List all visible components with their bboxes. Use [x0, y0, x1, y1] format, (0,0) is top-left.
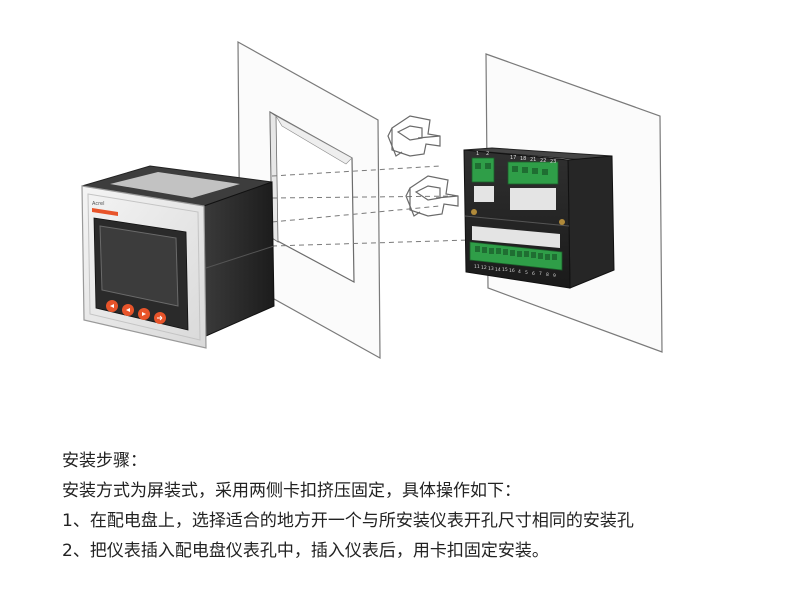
rear-number: 12 — [481, 265, 487, 271]
rear-number: 15 — [502, 267, 508, 273]
rear-number: 17 — [510, 155, 516, 161]
terminal-comm: 17 18 21 22 23 — [508, 155, 558, 210]
rear-number: 5 — [525, 270, 528, 276]
rear-screw-right — [559, 219, 565, 225]
meter-body — [204, 182, 274, 336]
instructions-line-1: 安装方式为屏装式，采用两侧卡扣挤压固定，具体操作如下： — [62, 476, 782, 506]
rear-screw-left — [471, 209, 477, 215]
rear-number: 16 — [509, 268, 515, 274]
mounting-clip-lower — [406, 176, 458, 216]
rear-number: 13 — [488, 266, 494, 272]
rear-number: 11 — [474, 264, 480, 270]
meter-front-view: Acrel — [82, 166, 274, 348]
instructions-heading: 安装步骤： — [62, 446, 782, 476]
instructions-step-1: 1、在配电盘上，选择适合的地方开一个与所安装仪表开孔尺寸相同的安装孔 — [62, 506, 782, 536]
front-brand-label: Acrel — [92, 201, 105, 207]
rear-number: 18 — [520, 156, 526, 162]
meter-rear-view: 1 2 17 18 21 22 23 — [464, 148, 614, 288]
installation-diagram: Acrel — [0, 0, 790, 430]
rear-number: 21 — [530, 157, 536, 163]
rear-number: 4 — [518, 269, 521, 275]
installation-instructions: 安装步骤： 安装方式为屏装式，采用两侧卡扣挤压固定，具体操作如下： 1、在配电盘… — [62, 446, 782, 566]
instructions-step-2: 2、把仪表插入配电盘仪表孔中，插入仪表后，用卡扣固定安装。 — [62, 536, 782, 566]
rear-body-side — [568, 156, 614, 288]
rear-number: 1 — [476, 151, 479, 157]
rear-number: 14 — [495, 267, 501, 273]
mounting-clip-upper — [388, 116, 440, 156]
rear-number: 8 — [546, 272, 549, 278]
rear-number: 7 — [539, 271, 542, 277]
terminal-power: 1 2 — [472, 151, 494, 202]
rear-number: 22 — [540, 158, 546, 164]
rear-number: 9 — [553, 273, 556, 279]
rear-number: 23 — [550, 159, 556, 165]
rear-number: 2 — [486, 151, 489, 157]
rear-number: 6 — [532, 271, 535, 277]
